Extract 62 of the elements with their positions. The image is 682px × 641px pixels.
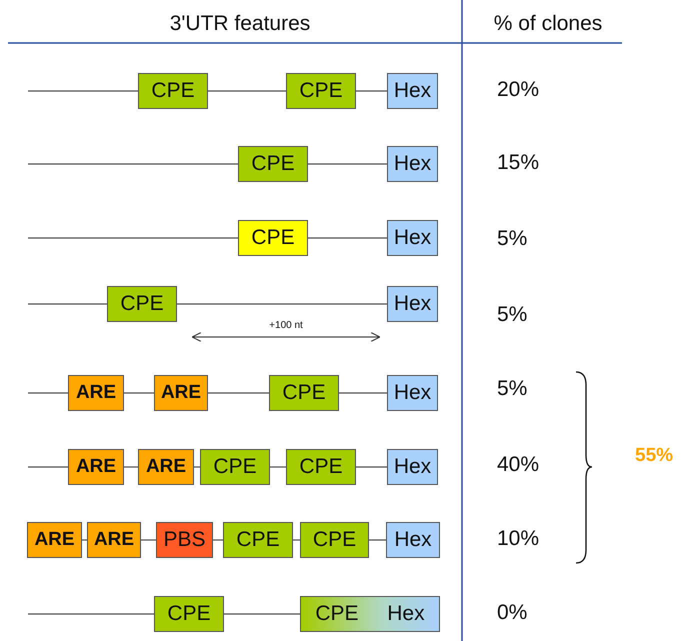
percentage-value: 10%: [497, 527, 540, 552]
column-header: % of clones: [494, 12, 602, 36]
cpe-box: CPE: [300, 522, 369, 558]
are-box: ARE: [138, 449, 194, 485]
connector-line: [28, 613, 154, 615]
connector-line: [177, 303, 387, 305]
connector-line: [28, 163, 238, 165]
connector-line: [124, 466, 138, 468]
are-box: ARE: [68, 375, 124, 411]
cpe-box: CPE: [107, 286, 177, 322]
connector-line: [28, 303, 107, 305]
connector-line: [28, 466, 68, 468]
hex-box: Hex: [387, 449, 438, 485]
column-header: 3'UTR features: [170, 12, 310, 36]
hex-box: Hex: [387, 146, 438, 182]
hex-box: Hex: [387, 375, 438, 411]
connector-line: [356, 90, 387, 92]
total-percentage: 55%: [635, 444, 674, 467]
are-box: ARE: [68, 449, 124, 485]
connector-line: [208, 90, 286, 92]
feature-label: CPE: [315, 602, 359, 626]
connector-line: [270, 466, 286, 468]
are-box: ARE: [87, 522, 141, 558]
are-box: ARE: [27, 522, 82, 558]
connector-line: [308, 163, 387, 165]
hex-box: Hex: [387, 73, 438, 109]
connector-line: [28, 237, 238, 239]
cpe-box: CPE: [238, 146, 308, 182]
connector-line: [224, 613, 300, 615]
hex-box: Hex: [387, 286, 438, 322]
connector-line: [369, 539, 386, 541]
percentage-value: 5%: [497, 377, 528, 402]
percentage-value: 5%: [497, 303, 528, 328]
connector-line: [356, 466, 387, 468]
hex-box: Hex: [386, 522, 440, 558]
cpe-box: CPE: [269, 375, 339, 411]
percentage-value: 5%: [497, 227, 528, 252]
percentage-value: 40%: [497, 453, 540, 478]
are-box: ARE: [154, 375, 208, 411]
cpe-box: CPE: [286, 449, 356, 485]
connector-line: [28, 90, 138, 92]
cpe-hex-box: [300, 596, 440, 632]
hex-box: Hex: [387, 220, 438, 256]
percentage-value: 15%: [497, 151, 540, 176]
dimension-label: +100 nt: [269, 320, 303, 331]
connector-line: [213, 539, 223, 541]
connector-line: [124, 392, 154, 394]
percentage-value: 0%: [497, 601, 528, 626]
connector-line: [28, 392, 68, 394]
connector-line: [141, 539, 156, 541]
feature-label: Hex: [387, 602, 425, 626]
cpe-box: CPE: [200, 449, 270, 485]
cpe-box: CPE: [154, 596, 224, 632]
connector-line: [339, 392, 387, 394]
connector-line: [308, 237, 387, 239]
percentage-value: 20%: [497, 78, 540, 102]
pbs-box: PBS: [156, 522, 213, 558]
cpe-box: CPE: [286, 73, 356, 109]
cpe-box: CPE: [238, 220, 308, 256]
cpe-box: CPE: [138, 73, 208, 109]
cpe-box: CPE: [223, 522, 293, 558]
connector-line: [208, 392, 269, 394]
